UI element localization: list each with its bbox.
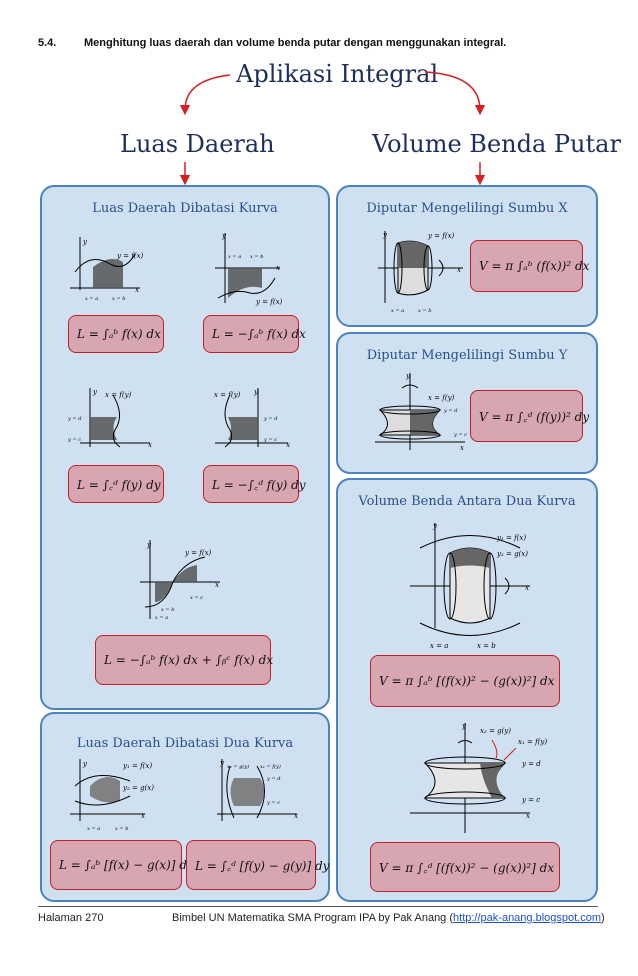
y-label: y bbox=[82, 238, 88, 246]
graph-rotate-x: y y = f(x) x x = a x = b bbox=[378, 231, 463, 314]
svg-text:y: y bbox=[253, 388, 259, 396]
svg-text:x = b: x = b bbox=[161, 607, 174, 613]
formula-luas-7: L = ∫꜀ᵈ [f(y) − g(y)] dy bbox=[186, 840, 329, 890]
svg-text:x: x bbox=[215, 581, 219, 589]
formula-luas-1: L = ∫ₐᵇ f(x) dx bbox=[68, 315, 164, 353]
svg-text:y = c: y = c bbox=[521, 796, 540, 804]
svg-text:x = a: x = a bbox=[85, 296, 98, 302]
page-number: Halaman 270 bbox=[38, 912, 104, 924]
panel-title: Volume Benda Antara Dua Kurva bbox=[358, 494, 576, 509]
svg-text:y: y bbox=[461, 722, 467, 730]
svg-text:y: y bbox=[221, 232, 227, 240]
panel-title: Diputar Mengelilingi Sumbu X bbox=[366, 201, 568, 216]
svg-text:x = a: x = a bbox=[155, 615, 168, 621]
graph-two-curves-y: y x₂ = g(y) x₁ = f(y) y = d y = c x bbox=[217, 759, 298, 821]
svg-text:y = f(x): y = f(x) bbox=[116, 252, 144, 260]
formula-luas-5: L = −∫ₐᵇ f(x) dx + ∫ᵦᶜ f(x) dx bbox=[95, 635, 273, 685]
svg-text:x = b: x = b bbox=[115, 826, 128, 832]
svg-text:x = c: x = c bbox=[190, 595, 203, 601]
svg-text:y: y bbox=[382, 231, 388, 239]
svg-text:x₁ = f(y): x₁ = f(y) bbox=[518, 738, 547, 746]
svg-text:x: x bbox=[525, 584, 529, 592]
title-arrows bbox=[179, 71, 486, 186]
svg-text:x: x bbox=[148, 441, 152, 449]
formula-luas-6: L = ∫ₐᵇ [f(x) − g(x)] dx bbox=[50, 840, 194, 890]
panel-title: Diputar Mengelilingi Sumbu Y bbox=[366, 348, 568, 363]
svg-text:y₂ = g(x): y₂ = g(x) bbox=[122, 784, 154, 792]
svg-text:y: y bbox=[405, 372, 411, 380]
formula-luas-3: L = ∫꜀ᵈ f(y) dy bbox=[68, 465, 164, 503]
svg-text:x: x bbox=[526, 812, 530, 820]
formula-volume-between-y: V = π ∫꜀ᵈ [(f(x))² − (g(x))²] dx bbox=[370, 842, 560, 892]
svg-text:x₂ = g(y): x₂ = g(y) bbox=[480, 727, 511, 735]
svg-text:y: y bbox=[219, 759, 225, 767]
svg-text:x: x bbox=[286, 441, 290, 449]
svg-text:x: x bbox=[141, 812, 145, 820]
graph-area-y-right: y x = f(y) x y = d y = c bbox=[67, 388, 152, 449]
svg-text:x = a: x = a bbox=[228, 254, 241, 260]
formula-luas-4: L = −∫꜀ᵈ f(y) dy bbox=[203, 465, 306, 503]
section-number: 5.4. bbox=[38, 37, 57, 49]
graph-rotate-y: y x = f(y) y = d y = c x bbox=[375, 372, 467, 452]
svg-text:y = d: y = d bbox=[67, 416, 81, 422]
svg-text:y = c: y = c bbox=[263, 437, 277, 443]
svg-text:x: x bbox=[135, 286, 139, 294]
formula-volume-x: V = π ∫ₐᵇ (f(x))² dx bbox=[470, 240, 589, 292]
graph-two-curves-x: y y₁ = f(x) y₂ = g(x) x x = a x = b bbox=[70, 759, 154, 832]
svg-text:y: y bbox=[82, 760, 88, 768]
panel-title: Luas Daerah Dibatasi Dua Kurva bbox=[76, 736, 294, 751]
svg-text:x = b: x = b bbox=[112, 296, 125, 302]
svg-text:y = f(x): y = f(x) bbox=[184, 549, 212, 557]
svg-text:y: y bbox=[92, 388, 98, 396]
footer-rule bbox=[38, 906, 598, 907]
svg-text:y = d: y = d bbox=[263, 416, 277, 422]
panel-title: Luas Daerah Dibatasi Kurva bbox=[92, 201, 278, 216]
svg-text:x = f(y): x = f(y) bbox=[105, 391, 132, 399]
graph-area-above: y y = f(x) x x = a x = b bbox=[70, 237, 144, 302]
svg-text:y = d: y = d bbox=[443, 408, 457, 414]
left-title: Luas Daerah bbox=[120, 130, 275, 158]
svg-text:x = b: x = b bbox=[418, 308, 431, 314]
svg-text:x = a: x = a bbox=[87, 826, 100, 832]
svg-text:y = f(x): y = f(x) bbox=[427, 232, 455, 240]
svg-text:y₂ = g(x): y₂ = g(x) bbox=[496, 550, 528, 558]
svg-text:x = a: x = a bbox=[391, 308, 404, 314]
graph-area-mixed: y y = f(x) x x = b x = c x = a bbox=[140, 540, 220, 621]
svg-text:y = c: y = c bbox=[266, 800, 280, 806]
panel-luas-kurva: Luas Daerah Dibatasi Kurva bbox=[40, 185, 330, 710]
svg-text:x = f(y): x = f(y) bbox=[428, 394, 455, 402]
svg-text:y = d: y = d bbox=[521, 760, 541, 768]
right-title: Volume Benda Putar bbox=[372, 130, 621, 158]
section-heading: 5.4. Menghitung luas daerah dan volume be… bbox=[38, 37, 506, 49]
svg-text:y: y bbox=[146, 541, 152, 549]
svg-text:x: x bbox=[276, 264, 280, 272]
svg-text:y = c: y = c bbox=[67, 437, 81, 443]
formula-volume-y: V = π ∫꜀ᵈ (f(y))² dy bbox=[470, 390, 589, 442]
svg-text:x = a: x = a bbox=[430, 642, 448, 650]
formula-volume-between-x: V = π ∫ₐᵇ [(f(x))² − (g(x))²] dx bbox=[370, 655, 560, 707]
graph-volume-between-y: y x₂ = g(y) x₁ = f(y) y = d y = c x bbox=[410, 722, 547, 833]
graph-area-below: y x x = a x = b y = f(x) bbox=[215, 232, 283, 306]
svg-text:x: x bbox=[457, 266, 461, 274]
svg-text:x = b: x = b bbox=[477, 642, 496, 650]
svg-text:y = c: y = c bbox=[453, 432, 467, 438]
svg-text:x = b: x = b bbox=[250, 254, 263, 260]
section-text: Menghitung luas daerah dan volume benda … bbox=[84, 37, 507, 49]
svg-text:y = f(x): y = f(x) bbox=[255, 298, 283, 306]
svg-text:y: y bbox=[432, 522, 438, 530]
graph-area-y-left: y x = f(y) x y = d y = c bbox=[214, 388, 290, 449]
main-title: Aplikasi Integral bbox=[236, 60, 439, 88]
svg-text:y = d: y = d bbox=[266, 776, 280, 782]
svg-text:x₁ = f(y): x₁ = f(y) bbox=[260, 763, 281, 770]
svg-text:x₂ = g(y): x₂ = g(y) bbox=[227, 763, 249, 770]
svg-text:x: x bbox=[294, 812, 298, 820]
footer-text: Bimbel UN Matematika SMA Program IPA by … bbox=[172, 912, 605, 924]
svg-text:y₁ = f(x): y₁ = f(x) bbox=[122, 762, 152, 770]
svg-text:y₁ = f(x): y₁ = f(x) bbox=[496, 534, 526, 542]
formula-luas-2: L = −∫ₐᵇ f(x) dx bbox=[203, 315, 306, 353]
graph-volume-between-x: y y₁ = f(x) y₂ = g(x) x x = a x = b bbox=[410, 522, 530, 650]
svg-text:x = f(y): x = f(y) bbox=[214, 391, 241, 399]
svg-text:x: x bbox=[460, 444, 464, 452]
footer-link[interactable]: http://pak-anang.blogspot.com bbox=[453, 912, 602, 924]
